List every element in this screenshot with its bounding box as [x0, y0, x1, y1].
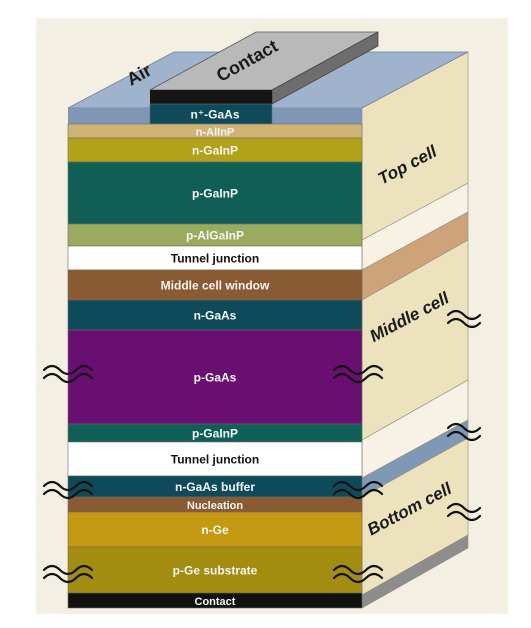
break-mark-right-1b	[332, 372, 384, 384]
layer-15-label: Contact	[195, 596, 236, 608]
break-mark-left-2	[42, 480, 94, 492]
break-mark-side-2	[446, 422, 482, 434]
layer-2-label: n-GaInP	[192, 144, 238, 158]
break-mark-side-1	[446, 309, 482, 321]
break-mark-left-1	[42, 364, 94, 376]
side-faces	[361, 51, 469, 609]
break-mark-left-3b	[42, 572, 94, 584]
layer-6-label: Middle cell window	[161, 279, 270, 293]
break-mark-side-3b	[446, 510, 482, 522]
layer-12-label: Nucleation	[187, 500, 244, 512]
layer-1-label: n-AlInP	[196, 127, 235, 139]
layer-stack: n⁺-GaAs n-AlInP n-GaInP p-GaInP p-AlGaInP Tun…	[67, 103, 363, 609]
break-mark-left-1b	[42, 372, 94, 384]
layer-0-label: n⁺-GaAs	[190, 108, 239, 122]
break-mark-left-3	[42, 564, 94, 576]
layer-13-label: n-Ge	[201, 523, 229, 537]
layer-5-label: Tunnel junction	[171, 252, 259, 266]
layer-8-label: p-GaAs	[194, 371, 237, 385]
layer-11-label: n-GaAs buffer	[175, 480, 255, 494]
layer-13-band	[67, 511, 363, 548]
layer-5-band	[67, 245, 363, 271]
layer-6-band	[67, 269, 363, 301]
layer-3-band	[67, 161, 363, 225]
contact-bar-front	[150, 90, 272, 104]
break-mark-side-3	[446, 502, 482, 514]
layer-4-label: p-AlGaInP	[186, 229, 244, 243]
break-mark-side-1b	[446, 317, 482, 329]
break-mark-right-3	[332, 564, 384, 576]
layer-9-label: p-GaInP	[192, 427, 238, 441]
layer-3-label: p-GaInP	[192, 187, 238, 201]
break-mark-right-1	[332, 364, 384, 376]
break-mark-right-3b	[332, 572, 384, 584]
layer-15-band	[67, 592, 363, 609]
break-mark-right-2b	[332, 488, 384, 500]
layer-10-label: Tunnel junction	[171, 453, 259, 467]
break-mark-side-2b	[446, 430, 482, 442]
break-marks	[42, 309, 482, 584]
layer-7-band	[67, 299, 363, 331]
layer-7-label: n-GaAs	[194, 309, 237, 323]
break-mark-right-2	[332, 480, 384, 492]
layer-10-band	[67, 441, 363, 477]
layer-2-band	[67, 137, 363, 163]
layer-14-label: p-Ge substrate	[173, 564, 258, 578]
layer-8-band	[67, 329, 363, 425]
break-mark-left-2b	[42, 488, 94, 500]
